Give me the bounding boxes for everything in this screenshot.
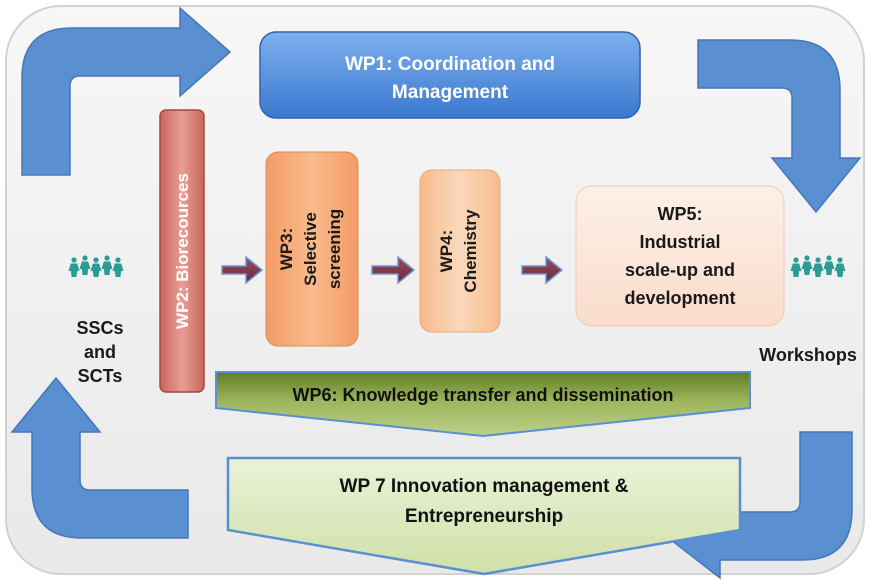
wp2-label: WP2: Biorecources bbox=[173, 173, 192, 329]
wp6-banner bbox=[215, 371, 751, 438]
left-group-line3: SCTs bbox=[78, 366, 123, 386]
wp4-box bbox=[419, 169, 501, 333]
wp2-box bbox=[159, 109, 205, 393]
wp3-box bbox=[265, 151, 359, 347]
wp5-line3: scale-up and bbox=[625, 260, 735, 280]
cycle-arrow-bottom-right bbox=[664, 431, 853, 580]
wp6-label: WP6: Knowledge transfer and disseminatio… bbox=[292, 385, 673, 405]
wp1-box bbox=[259, 31, 641, 119]
workshops-label: Workshops bbox=[759, 345, 857, 365]
wp5-line1: WP5: bbox=[658, 204, 703, 224]
wp7-line1: WP 7 Innovation management & bbox=[340, 476, 629, 497]
wp1-title-line2: Management bbox=[392, 82, 509, 103]
wp1-title-line1: WP1: Coordination and bbox=[345, 54, 555, 75]
wp4-line1: WP4: bbox=[437, 230, 456, 273]
flow-arrow-wp3-wp4 bbox=[371, 255, 416, 285]
flow-arrow-wp4-wp5 bbox=[521, 255, 564, 285]
wp3-line3: screening bbox=[325, 209, 344, 289]
wp7-banner bbox=[226, 456, 742, 576]
wp5-line2: Industrial bbox=[639, 232, 720, 252]
flow-arrow-wp2-wp3 bbox=[221, 255, 264, 285]
left-group-line1: SSCs bbox=[76, 318, 123, 338]
wp4-line2: Chemistry bbox=[461, 209, 480, 293]
wp3-line2: Selective bbox=[301, 212, 320, 286]
cycle-arrow-top-left bbox=[21, 6, 232, 176]
cycle-arrow-bottom-left bbox=[10, 376, 189, 539]
wp7-line2: Entrepreneurship bbox=[405, 506, 563, 527]
wp3-line1: WP3: bbox=[277, 228, 296, 271]
left-group-line2: and bbox=[84, 342, 116, 362]
wp5-box bbox=[575, 185, 785, 327]
cycle-arrow-top-right bbox=[697, 39, 862, 214]
wp5-line4: development bbox=[624, 288, 735, 308]
